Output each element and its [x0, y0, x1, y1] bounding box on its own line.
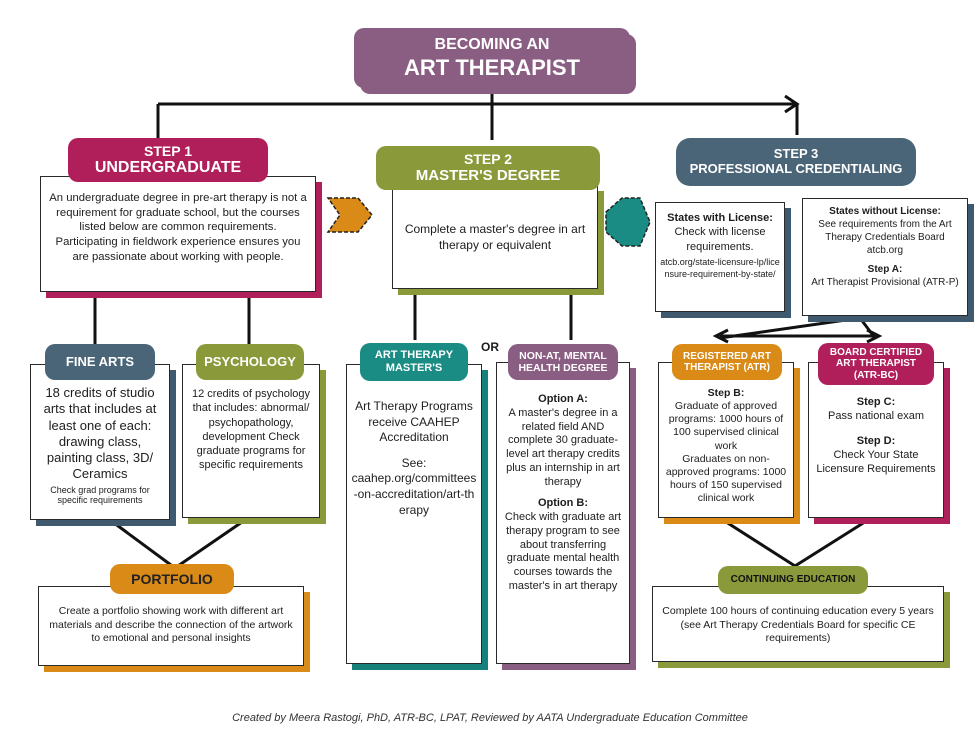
- atrbc-label: BOARD CERTIFIED ART THERAPIST (ATR-BC): [818, 343, 934, 385]
- step3-heading: STEP 3 PROFESSIONAL CREDENTIALING: [676, 138, 916, 186]
- step-b-title: Step B:: [707, 387, 745, 399]
- step-d-title: Step D:: [856, 434, 896, 447]
- atrbc-label-line3: (ATR-BC): [853, 369, 899, 381]
- fine-arts-note: Check grad programs for specific require…: [50, 484, 150, 506]
- step1-text: An undergraduate degree in pre-art thera…: [49, 192, 307, 263]
- portfolio-text: Create a portfolio showing work with dif…: [49, 605, 293, 645]
- portfolio-box: Create a portfolio showing work with dif…: [38, 586, 304, 666]
- arrow-step2-step3-icon: [605, 197, 651, 247]
- states-without-license-box: States without License: See requirements…: [802, 198, 968, 316]
- atrbc-label-line1: BOARD CERTIFIED: [829, 346, 923, 358]
- atr-text1: Graduate of approved programs: 1000 hour…: [668, 400, 784, 452]
- at-masters-label: ART THERAPY MASTER'S: [360, 343, 468, 381]
- step2-heading-line1: STEP 2: [464, 151, 512, 168]
- option-a-title: Option A:: [538, 393, 588, 405]
- non-at-label-line1: NON-AT, MENTAL: [519, 349, 607, 362]
- page-title: BECOMING AN ART THERAPIST: [354, 28, 630, 88]
- non-at-label-line2: HEALTH DEGREE: [518, 362, 608, 374]
- step2-heading: STEP 2 MASTER'S DEGREE: [376, 146, 600, 190]
- step2-box: Complete a master's degree in art therap…: [392, 185, 598, 289]
- title-line2: ART THERAPIST: [404, 54, 580, 80]
- step1-box: An undergraduate degree in pre-art thera…: [40, 176, 316, 292]
- states-without-text: See requirements from the Art Therapy Cr…: [818, 219, 952, 256]
- step2-heading-line2: MASTER'S DEGREE: [415, 167, 561, 185]
- title-line1: BECOMING AN: [434, 36, 550, 54]
- atr-box: Step B: Graduate of approved programs: 1…: [658, 362, 794, 518]
- psychology-text: 12 credits of psychology that includes: …: [191, 388, 310, 472]
- states-with-text: Check with license requirements.: [674, 226, 766, 253]
- atr-label-line2: THERAPIST (ATR): [684, 362, 770, 373]
- step-c-title: Step C:: [856, 396, 896, 408]
- states-with-title: States with License:: [667, 212, 773, 224]
- ce-text1: Complete 100 hours of continuing educati…: [662, 605, 934, 617]
- atr-label: REGISTERED ART THERAPIST (ATR): [672, 344, 782, 380]
- atrbc-box: Step C: Pass national exam Step D: Check…: [808, 362, 944, 518]
- fine-arts-label: FINE ARTS: [45, 344, 155, 380]
- step2-text: Complete a master's degree in art therap…: [404, 222, 586, 252]
- step-a-text: Art Therapist Provisional (ATR-P): [811, 277, 959, 288]
- step1-heading-line2: UNDERGRADUATE: [94, 158, 242, 176]
- footer-credit: Created by Meera Rastogi, PhD, ATR-BC, L…: [232, 712, 748, 724]
- at-masters-see: See:: [401, 455, 427, 470]
- arrow-step1-step2-icon: [326, 197, 373, 233]
- at-masters-label-line2: MASTER'S: [385, 362, 443, 374]
- states-with-link[interactable]: atcb.org/state-licensure-lp/licensure-re…: [660, 256, 780, 279]
- or-label: OR: [481, 340, 499, 354]
- states-with-license-box: States with License: Check with license …: [655, 202, 785, 312]
- ce-text2: (see Art Therapy Credentials Board for s…: [680, 618, 916, 645]
- step3-heading-line2: PROFESSIONAL CREDENTIALING: [689, 161, 903, 176]
- atr-label-line1: REGISTERED ART: [683, 350, 771, 362]
- step1-heading-line1: STEP 1: [144, 142, 192, 159]
- option-b-text: Check with graduate art therapy program …: [504, 511, 622, 592]
- portfolio-label: PORTFOLIO: [110, 564, 234, 594]
- ce-label: CONTINUING EDUCATION: [718, 566, 868, 594]
- at-masters-text: Art Therapy Programs receive CAAHEP Accr…: [355, 399, 473, 445]
- step3-heading-line1: STEP 3: [773, 146, 819, 162]
- atr-text2: Graduates on non-approved programs: 1000…: [665, 452, 787, 504]
- at-masters-label-line1: ART THERAPY: [374, 349, 454, 362]
- step-a-title: Step A:: [867, 264, 903, 275]
- psychology-box: 12 credits of psychology that includes: …: [182, 364, 320, 518]
- at-masters-box: Art Therapy Programs receive CAAHEP Accr…: [346, 364, 482, 664]
- step-c-text: Pass national exam: [828, 410, 924, 423]
- non-at-box: Option A: A master's degree in a related…: [496, 362, 630, 664]
- fine-arts-box: 18 credits of studio arts that includes …: [30, 364, 170, 520]
- at-masters-link[interactable]: caahep.org/committees-on-accreditation/a…: [351, 471, 477, 517]
- atrbc-label-line2: ART THERAPIST: [836, 358, 916, 370]
- step1-heading: STEP 1 UNDERGRADUATE: [68, 138, 268, 182]
- option-a-text: A master's degree in a related field AND…: [506, 406, 620, 488]
- option-b-title: Option B:: [537, 497, 589, 510]
- psychology-label: PSYCHOLOGY: [196, 344, 304, 380]
- states-without-title: States without License:: [829, 206, 941, 217]
- step-d-text: Check Your State Licensure Requirements: [816, 448, 936, 476]
- fine-arts-text: 18 credits of studio arts that includes …: [43, 385, 157, 482]
- non-at-label: NON-AT, MENTAL HEALTH DEGREE: [508, 344, 618, 380]
- ce-box: Complete 100 hours of continuing educati…: [652, 586, 944, 662]
